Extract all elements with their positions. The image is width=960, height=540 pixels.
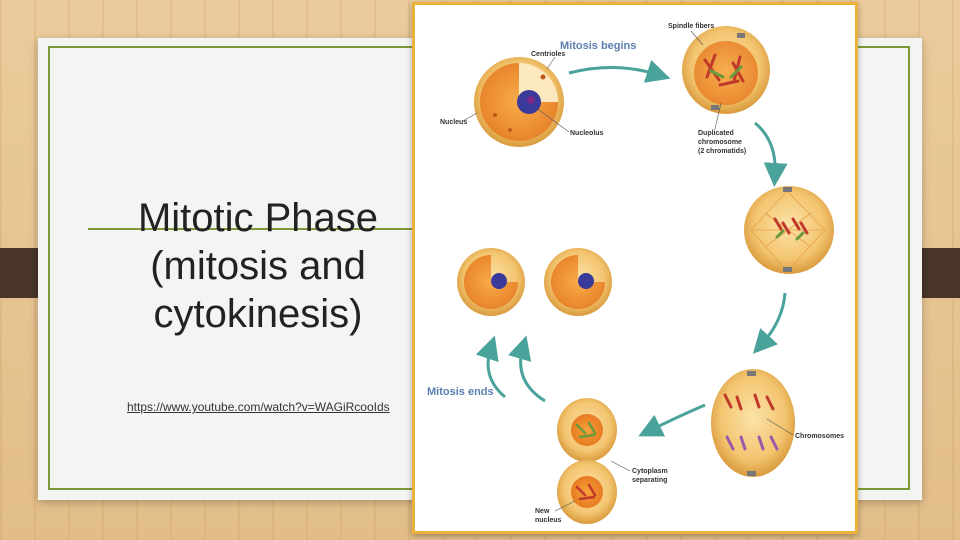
label-duplicated-3: (2 chromatids) — [698, 148, 746, 155]
anaphase-cell — [711, 369, 795, 477]
label-nucleolus: Nucleolus — [570, 130, 604, 137]
mitosis-diagram: Mitosis begins Mitosis ends Centrioles S… — [427, 23, 844, 524]
label-new-nucleus-2: nucleus — [535, 517, 562, 524]
label-duplicated-1: Duplicated — [698, 130, 734, 137]
title-rule — [88, 228, 468, 230]
cytokinesis-cells — [557, 398, 617, 524]
label-mitosis-begins: Mitosis begins — [560, 40, 636, 52]
cycle-arrows — [475, 59, 788, 437]
leader-lines — [462, 30, 794, 512]
label-nucleus: Nucleus — [440, 119, 467, 126]
youtube-link[interactable]: https://www.youtube.com/watch?v=WAGiRcoo… — [127, 400, 390, 414]
label-chromosomes: Chromosomes — [795, 433, 844, 440]
interphase-cell — [474, 57, 564, 147]
slide-title: Mitotic Phase (mitosis and cytokinesis) — [108, 194, 408, 338]
label-cytoplasm-1: Cytoplasm — [632, 468, 668, 475]
label-duplicated-2: chromosome — [698, 139, 742, 146]
title-line-2: (mitosis and — [150, 244, 366, 288]
label-centrioles: Centrioles — [531, 51, 565, 58]
label-spindle-fibers: Spindle fibers — [668, 23, 714, 30]
prophase-cell — [682, 26, 770, 114]
label-cytoplasm-2: separating — [632, 477, 667, 484]
title-line-1: Mitotic Phase — [137, 196, 379, 240]
label-mitosis-ends: Mitosis ends — [427, 386, 494, 398]
daughter-cells — [457, 248, 612, 316]
title-line-3: cytokinesis) — [153, 292, 363, 336]
metaphase-cell — [744, 186, 834, 274]
mitosis-cycle-figure: Mitosis begins Mitosis ends Centrioles S… — [412, 2, 858, 534]
label-new-nucleus-1: New — [535, 508, 550, 515]
